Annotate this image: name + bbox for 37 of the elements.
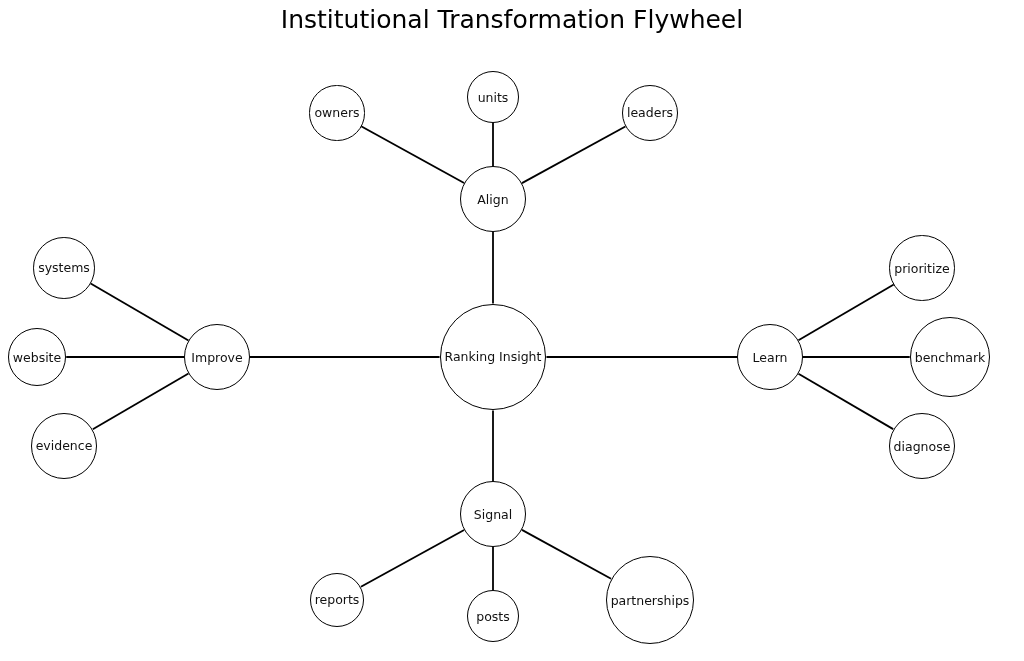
connector-line (492, 409, 494, 482)
connector-line (802, 356, 911, 358)
connector-line (492, 231, 494, 305)
connector-line (492, 546, 494, 591)
connector-line (360, 125, 465, 184)
node-label: Improve (191, 349, 243, 365)
connector-line (521, 528, 612, 580)
node-label: leaders (626, 105, 674, 121)
node-label: units (477, 89, 509, 105)
node-label: Signal (473, 506, 513, 522)
connector-line (521, 125, 627, 185)
node-label: posts (476, 608, 510, 624)
connector-line (797, 372, 895, 431)
node-label: benchmark (914, 349, 986, 365)
connector-line (91, 372, 190, 431)
connector-line (492, 122, 494, 167)
node-label: owners (314, 105, 360, 121)
node-label: Ranking Insight (444, 349, 542, 365)
circle-node (467, 71, 519, 123)
node-label: evidence (35, 438, 93, 454)
connector-line (249, 356, 441, 358)
node-label: diagnose (893, 438, 951, 454)
connector-line (545, 356, 738, 358)
connector-line (65, 356, 185, 358)
node-label: reports (314, 592, 360, 608)
connector-line (360, 529, 465, 588)
node-label: systems (38, 260, 90, 276)
node-label: Learn (752, 349, 788, 365)
node-label: prioritize (894, 260, 950, 276)
node-label: partnerships (610, 592, 690, 608)
node-label: Align (477, 191, 509, 207)
circle-node (467, 590, 519, 642)
circle-node (309, 85, 365, 141)
node-label: website (12, 349, 62, 365)
connector-line (797, 283, 895, 342)
connector-line (89, 282, 190, 342)
diagram-title: Institutional Transformation Flywheel (280, 5, 744, 34)
